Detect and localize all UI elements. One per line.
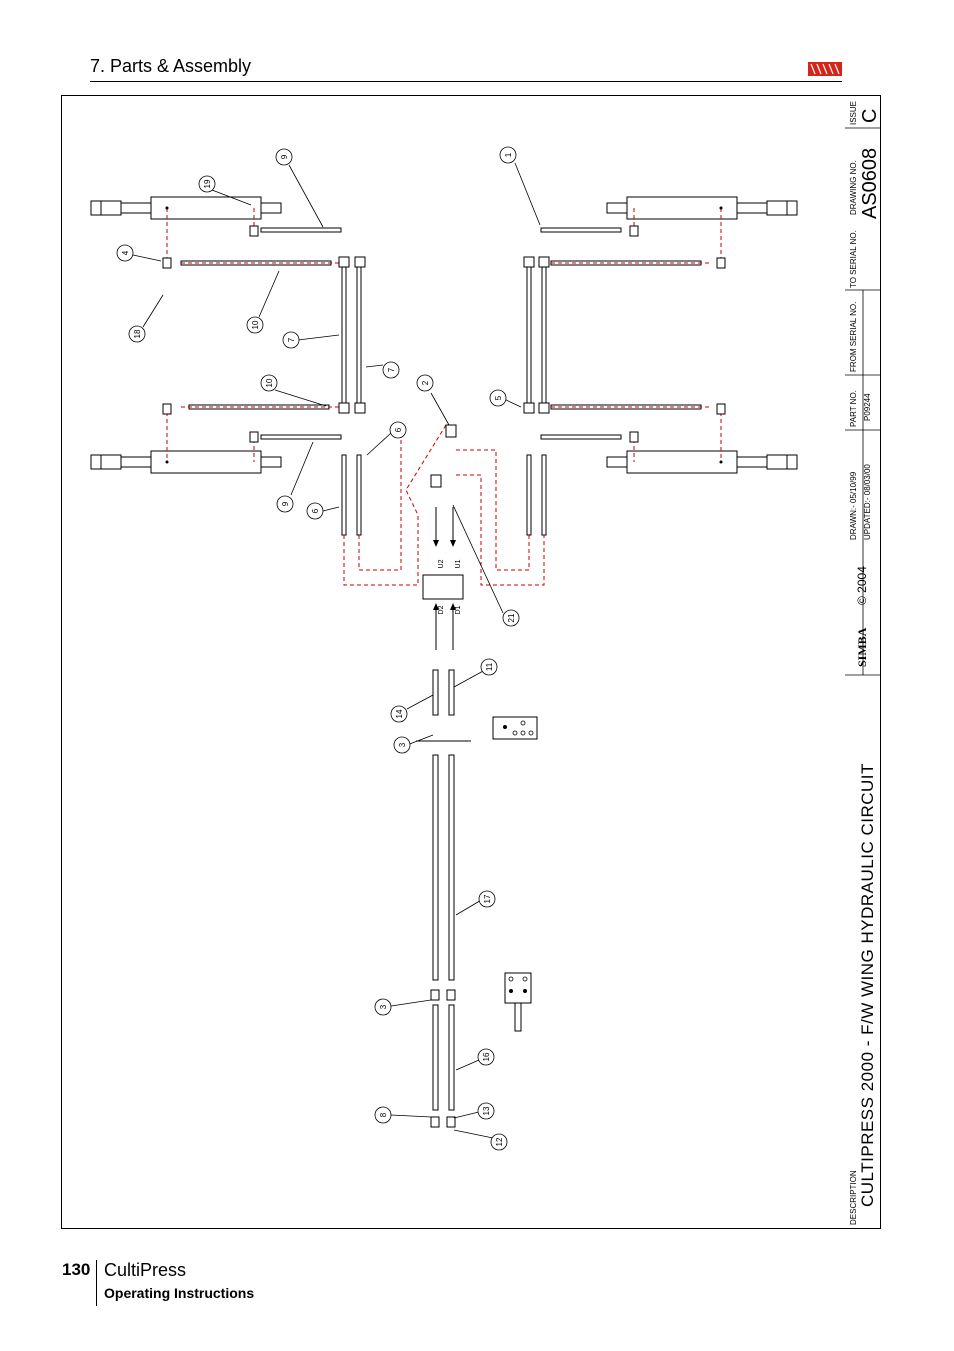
callout-label: 9: [280, 154, 289, 159]
from-serial-label: FROM SERIAL NO.: [849, 301, 858, 372]
callout-label: 4: [121, 250, 130, 255]
to-serial-label: TO SERIAL NO.: [849, 230, 858, 288]
port-label-d2: D2: [438, 605, 445, 614]
footer-rule: [96, 1260, 97, 1306]
callout-label: 2: [421, 380, 430, 385]
callout-label: 7: [387, 367, 396, 372]
header-rule: [90, 81, 842, 82]
part-no-label: PART NO.: [849, 390, 858, 427]
description-label: DESCRIPTION: [849, 1170, 858, 1225]
product-name: CultiPress: [104, 1260, 187, 1280]
drawing-no-value: AS0608: [859, 147, 881, 219]
callout-label: 18: [133, 329, 142, 338]
simba-brand: SIMBA: [855, 627, 869, 667]
callout-label: 8: [379, 1112, 388, 1117]
callout-label: 3: [379, 1004, 388, 1009]
callout-label: 3: [398, 742, 407, 747]
callout-label: 6: [311, 508, 320, 513]
callout-label: 6: [394, 427, 403, 432]
callout-label: 10: [265, 378, 274, 387]
part-no-value: P09244: [863, 393, 872, 421]
drawing-no-label: DRAWING NO.: [849, 160, 858, 215]
callout-label: 19: [203, 179, 212, 188]
copyright: © 2004: [855, 566, 869, 605]
callout-label: 13: [482, 1106, 491, 1115]
document-subtitle: Operating Instructions: [104, 1285, 255, 1301]
callout-label: 12: [495, 1137, 504, 1146]
hydraulic-circuit-diagram: 9 1 19 4 18 10 7 7 10 5 2 6 9 6 21 11 14…: [90, 146, 798, 1151]
callout-label: 5: [494, 395, 503, 400]
simba-logo: [808, 60, 842, 78]
section-title: 7. Parts & Assembly: [90, 56, 252, 76]
port-label-u2: U2: [438, 559, 445, 568]
port-label-d1: D1: [455, 605, 462, 614]
title-block: ISSUE C DRAWING NO. AS0608 TO SERIAL NO.…: [845, 95, 881, 1229]
updated-date: UPDATED:- 08/03/00: [863, 464, 872, 540]
drawn-date: DRAWN:- 05/10/99: [849, 471, 858, 540]
callout-label: 16: [482, 1052, 491, 1061]
callout-label: 1: [504, 152, 513, 157]
issue-label: ISSUE: [849, 100, 858, 125]
port-label-u1: U1: [455, 559, 462, 568]
drawing-frame: [61, 95, 881, 1229]
callout-label: 11: [485, 662, 494, 671]
callout-9a: [275, 148, 293, 166]
callout-label: 21: [507, 613, 516, 622]
callout-label: 10: [251, 320, 260, 329]
callout-label: 9: [281, 501, 290, 506]
issue-value: C: [859, 108, 881, 123]
callout-label: 14: [395, 709, 404, 718]
callout-label: 7: [287, 337, 296, 342]
page-number: 130: [62, 1260, 91, 1279]
description-value: CULTIPRESS 2000 - F/W WING HYDRAULIC CIR…: [858, 763, 877, 1207]
callout-label: 17: [483, 894, 492, 903]
